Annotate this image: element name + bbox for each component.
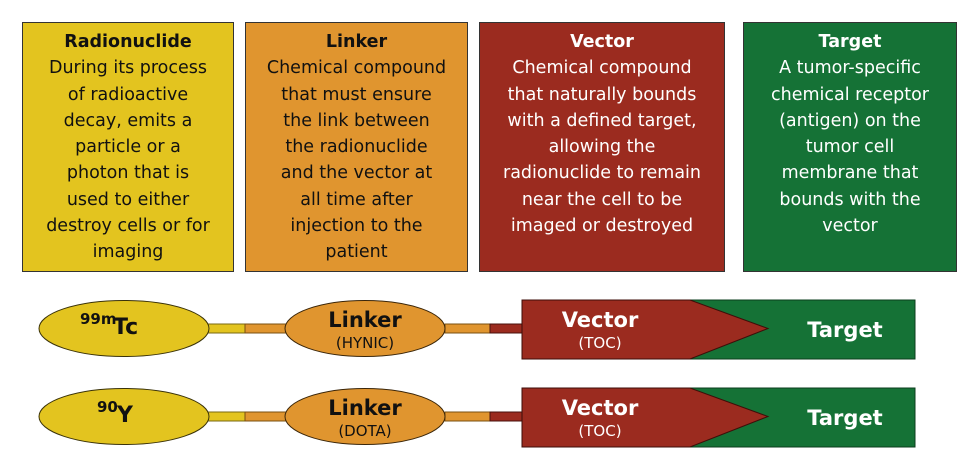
card-line: membrane that	[781, 163, 919, 184]
vector-shape	[521, 387, 770, 448]
card-line: bounds with the	[779, 189, 921, 210]
card-line: allowing the	[548, 137, 656, 158]
nuclide-symbol: Tc	[113, 315, 138, 340]
radionuclide-card: Radionuclide During its process of radio…	[22, 22, 234, 272]
connector-bar	[489, 323, 523, 334]
linker-ellipse	[284, 300, 446, 357]
vector-card: Vector Chemical compound that naturally …	[479, 22, 725, 272]
card-line: near the cell to be	[521, 189, 683, 210]
construct-row-tc: 99m Tc Linker (HYNIC) Vector (TOC) Targe…	[38, 299, 916, 360]
card-title: Radionuclide	[64, 32, 192, 52]
target-label: Target	[807, 406, 882, 430]
card-line: chemical receptor	[771, 84, 929, 105]
nuclide-mass-number: 99m	[80, 310, 117, 328]
card-title: Vector	[570, 32, 634, 52]
card-line: photon that is	[66, 163, 190, 184]
connector-bar	[204, 323, 246, 334]
nuclide-symbol: Y	[116, 403, 134, 428]
linker-chelator: (DOTA)	[338, 422, 391, 440]
connector-bar	[444, 323, 491, 334]
radionuclide-ellipse	[38, 388, 210, 445]
card-line: decay, emits a	[63, 110, 193, 131]
vector-label: Vector	[562, 308, 639, 332]
target-card: Target A tumor-specific chemical recepto…	[743, 22, 957, 272]
card-title: Linker	[325, 32, 388, 52]
card-line: that naturally bounds	[507, 84, 697, 105]
card-line: used to either	[66, 189, 190, 210]
card-line: of radioactive	[67, 84, 189, 105]
nuclide-mass-number: 90	[97, 398, 118, 416]
card-line: radionuclide to remain	[503, 163, 701, 184]
card-line: During its process	[48, 58, 208, 79]
card-line: the link between	[283, 110, 430, 131]
card-line: A tumor-specific	[779, 58, 921, 79]
target-label: Target	[807, 318, 882, 342]
card-line: that must ensure	[281, 84, 432, 105]
linker-card: Linker Chemical compound that must ensur…	[245, 22, 468, 272]
linker-label: Linker	[328, 396, 402, 420]
radionuclide-ellipse	[38, 300, 210, 357]
card-line: imaging	[92, 242, 164, 263]
card-line: Chemical compound	[512, 58, 692, 79]
card-line: all time after	[300, 189, 413, 210]
card-line: the radionuclide	[285, 137, 428, 158]
card-line: and the vector at	[280, 163, 433, 184]
card-line: injection to the	[290, 216, 423, 237]
card-line: Chemical compound	[266, 58, 447, 79]
linker-label: Linker	[328, 308, 402, 332]
card-line: vector	[822, 216, 878, 237]
connector-bar	[204, 411, 246, 422]
card-line: with a defined target,	[507, 110, 697, 131]
card-line: (antigen) on the	[779, 110, 921, 131]
vector-shape	[521, 299, 770, 360]
card-line: patient	[325, 242, 388, 263]
card-line: tumor cell	[805, 137, 895, 158]
construct-row-y: 90 Y Linker (DOTA) Vector (TOC) Target	[38, 387, 916, 448]
linker-ellipse	[284, 388, 446, 445]
card-title: Target	[818, 32, 882, 52]
vector-peptide: (TOC)	[578, 422, 621, 440]
card-line: imaged or destroyed	[510, 216, 694, 237]
card-line: particle or a	[75, 137, 181, 158]
connector-bar	[489, 411, 523, 422]
card-line: destroy cells or for	[46, 216, 210, 237]
vector-label: Vector	[562, 396, 639, 420]
linker-chelator: (HYNIC)	[336, 334, 394, 352]
connector-bar	[444, 411, 491, 422]
vector-peptide: (TOC)	[578, 334, 621, 352]
